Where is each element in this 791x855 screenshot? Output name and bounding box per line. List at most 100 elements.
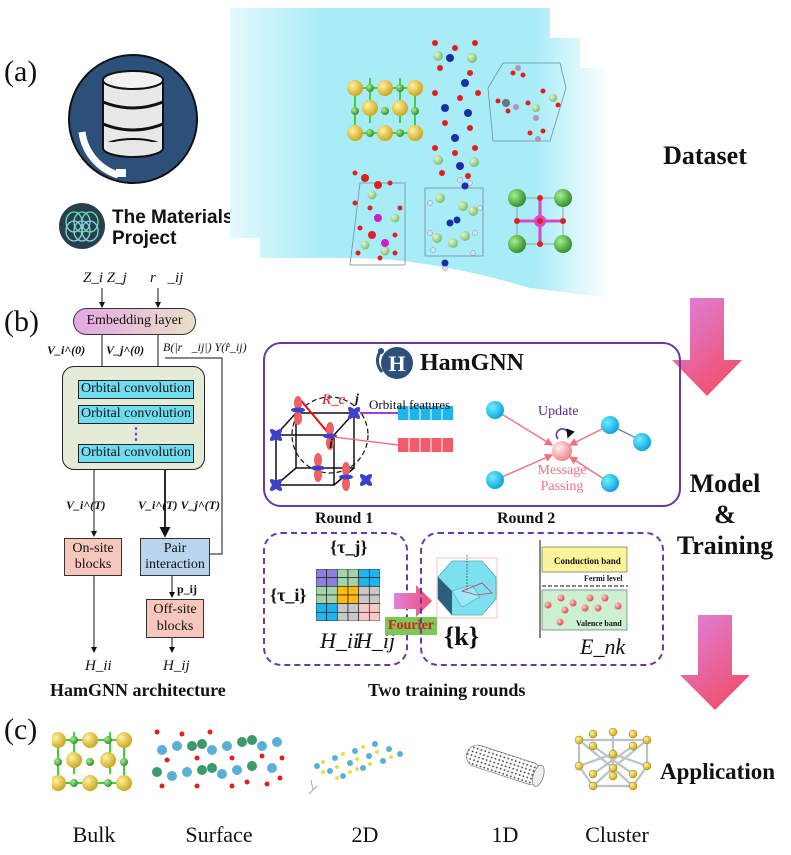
panel-label-a: (a) bbox=[4, 55, 38, 88]
round1-label: Round 1 bbox=[315, 510, 374, 527]
input-relative-vector: r⃗_ij bbox=[150, 270, 184, 286]
hamgnn-box bbox=[263, 342, 681, 507]
label-orbital-features: Orbital features bbox=[369, 397, 451, 412]
matrix-cell bbox=[336, 594, 349, 605]
matrix-cell bbox=[336, 611, 349, 622]
flow-arrow-down-icon bbox=[672, 298, 744, 398]
label-fermi-level: Fermi level bbox=[584, 574, 623, 583]
label-conduction-band: Conduction band bbox=[554, 556, 621, 566]
matrix-cell bbox=[368, 611, 381, 622]
matrix-cell bbox=[347, 611, 360, 622]
matrix-cell bbox=[326, 611, 338, 622]
structure-1d bbox=[466, 744, 545, 787]
matrix-cell bbox=[315, 594, 328, 605]
fourier-label: Fourier bbox=[385, 617, 437, 635]
caption-training-rounds: Two training rounds bbox=[368, 680, 526, 700]
onsite-blocks: On-site blocks bbox=[64, 538, 122, 576]
matrix-cell bbox=[336, 585, 349, 596]
matrix-cell bbox=[358, 594, 370, 605]
label-hii-matrix: H_ii bbox=[320, 628, 360, 653]
label-tau-j: {τ_j} bbox=[330, 537, 368, 557]
round2-label: Round 2 bbox=[497, 510, 556, 527]
crystal-structure-1 bbox=[347, 78, 423, 141]
matrix-cell bbox=[347, 577, 360, 587]
round2-box bbox=[420, 532, 664, 666]
label-vit-vjt: V_i^(T) V_j^(T) bbox=[138, 498, 220, 512]
orbital-cell-diagram bbox=[269, 396, 453, 492]
matrix-cell bbox=[315, 603, 328, 613]
orbital-convolution-3: Orbital convolution bbox=[78, 444, 194, 463]
orbital-feature-bar-blue bbox=[398, 406, 453, 420]
panel-label-b: (b) bbox=[4, 305, 39, 338]
label-ampersand: & bbox=[714, 500, 736, 530]
matrix-cell bbox=[358, 568, 370, 579]
label-enk: E_nk bbox=[580, 634, 626, 659]
matrix-cell bbox=[347, 585, 360, 596]
crystal-structure-3 bbox=[487, 62, 567, 142]
label-message: Message bbox=[537, 463, 587, 478]
label-i: i bbox=[329, 437, 333, 452]
label-passing: Passing bbox=[540, 479, 584, 494]
application-label-cluster: Cluster bbox=[585, 822, 649, 847]
offsite-blocks: Off-site blocks bbox=[146, 599, 204, 638]
section-label-model-training: Model & Training bbox=[660, 468, 790, 562]
section-label-application: Application bbox=[660, 759, 776, 784]
matrix-cell bbox=[315, 585, 328, 596]
label-rc: R_c bbox=[322, 392, 346, 408]
structure-2d bbox=[308, 741, 403, 795]
label-vit-left: V_i^(T) bbox=[66, 498, 106, 512]
application-label-2d: 2D bbox=[351, 822, 379, 847]
matrix-cell bbox=[326, 577, 338, 587]
caption-architecture: HamGNN architecture bbox=[50, 680, 226, 700]
input-atomic-numbers: Z_i Z_j bbox=[83, 270, 127, 286]
structure-bulk bbox=[52, 732, 132, 791]
matrix-cell bbox=[358, 577, 370, 587]
logo-text-line1: The Materials bbox=[112, 207, 234, 228]
label-update: Update bbox=[538, 404, 579, 419]
label-basis-functions: B(|r⃗_ij|) Y(r̂_ij) bbox=[163, 340, 247, 354]
logo-text-line2: Project bbox=[112, 228, 177, 249]
output-hij: H_ij bbox=[163, 658, 190, 674]
panel-label-c: (c) bbox=[4, 713, 38, 746]
database-icon bbox=[66, 52, 200, 186]
application-label-1d: 1D bbox=[491, 822, 519, 847]
matrix-cell bbox=[368, 603, 381, 613]
label-valence-band: Valence band bbox=[576, 619, 622, 628]
matrix-cell bbox=[347, 603, 360, 613]
matrix-cell bbox=[368, 568, 381, 579]
label-pij: p_ij bbox=[177, 582, 198, 596]
orbital-convolution-1: Orbital convolution bbox=[78, 380, 194, 399]
matrix-cell bbox=[358, 603, 370, 613]
matrix-cell bbox=[368, 585, 381, 596]
matrix-cell bbox=[368, 577, 381, 587]
fourier-arrow-icon bbox=[394, 585, 434, 617]
band-diagram bbox=[539, 540, 628, 638]
orbital-convolution-2: Orbital convolution bbox=[78, 405, 194, 424]
matrix-cell bbox=[326, 603, 338, 613]
matrix-cell bbox=[315, 611, 328, 622]
matrix-cell bbox=[358, 585, 370, 596]
orbital-feature-bar-red bbox=[398, 438, 453, 452]
crystal-structure-4 bbox=[349, 170, 406, 266]
crystal-structure-6 bbox=[508, 189, 572, 253]
application-label-bulk: Bulk bbox=[72, 822, 116, 847]
label-message-passing: Message Passing bbox=[532, 463, 592, 495]
flow-arrow-down-icon-2 bbox=[680, 615, 752, 711]
materials-project-name: The Materials Project bbox=[112, 207, 233, 249]
structure-cluster bbox=[575, 728, 651, 791]
matrix-cell bbox=[336, 577, 349, 587]
hamgnn-title: HamGNN bbox=[420, 350, 524, 376]
dataset-structures-backdrop bbox=[230, 8, 610, 298]
matrix-cell bbox=[315, 577, 328, 587]
matrix-cell bbox=[336, 568, 349, 579]
conduction-band bbox=[541, 546, 628, 573]
matrix-cell bbox=[368, 594, 381, 605]
matrix-cell bbox=[326, 594, 338, 605]
orbital-lobes bbox=[269, 396, 373, 492]
label-j: j bbox=[355, 392, 359, 407]
matrix-cell bbox=[347, 594, 360, 605]
materials-project-logo-icon bbox=[58, 202, 106, 250]
matrix-cell bbox=[315, 568, 328, 579]
label-vi0: V_i^(0) bbox=[47, 343, 86, 357]
embedding-layer: Embedding layer bbox=[73, 308, 196, 335]
